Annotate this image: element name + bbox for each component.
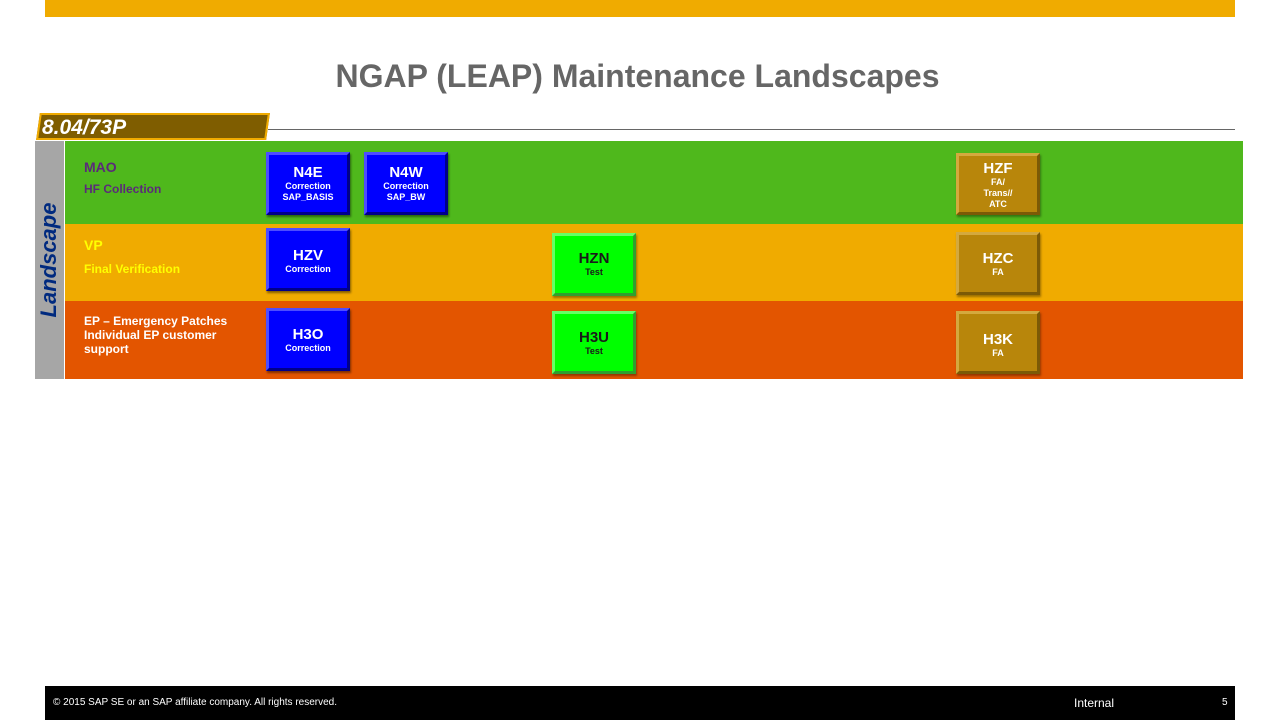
system-desc: ATC (989, 199, 1007, 209)
system-code: HZF (983, 160, 1013, 177)
system-desc: SAP_BASIS (282, 192, 334, 202)
landscape-side-strip (35, 141, 64, 379)
system-desc: SAP_BW (386, 192, 426, 202)
footer-bar: © 2015 SAP SE or an SAP affiliate compan… (45, 686, 1235, 720)
system-desc: FA (992, 348, 1004, 358)
system-code: H3O (292, 326, 324, 343)
system-code: HZC (982, 250, 1014, 267)
system-box-h3o: H3O Correction (266, 308, 350, 371)
system-box-n4e: N4E Correction SAP_BASIS (266, 152, 350, 215)
row-mao: MAO HF Collection (65, 141, 1243, 224)
footer-copyright: © 2015 SAP SE or an SAP affiliate compan… (53, 697, 338, 708)
row-mao-title: MAO (84, 159, 117, 175)
footer-classification: Internal (1074, 696, 1115, 710)
row-vp: VP Final Verification (65, 224, 1243, 301)
top-accent-bar (45, 0, 1235, 17)
system-desc: Trans// (983, 188, 1013, 198)
system-box-hzn: HZN Test (552, 233, 636, 296)
system-desc: Correction (285, 264, 331, 274)
system-desc: Test (585, 267, 603, 277)
system-box-h3u: H3U Test (552, 311, 636, 374)
system-code: N4E (293, 164, 323, 181)
row-ep-description: EP – Emergency Patches Individual EP cus… (84, 314, 228, 356)
system-desc: Test (585, 346, 603, 356)
row-vp-subtitle: Final Verification (84, 262, 181, 276)
system-box-hzv: HZV Correction (266, 228, 350, 291)
version-label: 8.04/73P (42, 116, 127, 139)
system-desc: FA/ (990, 177, 1005, 187)
system-code: H3K (982, 331, 1013, 348)
footer-page-number: 5 (1222, 697, 1228, 708)
system-desc: Correction (285, 181, 331, 191)
system-desc: Correction (285, 343, 331, 353)
landscape-label: Landscape (36, 202, 61, 318)
system-code: N4W (389, 164, 423, 181)
system-box-hzc: HZC FA (956, 232, 1040, 295)
system-desc: FA (992, 267, 1004, 277)
version-divider (268, 129, 1235, 130)
system-code: HZN (578, 250, 610, 267)
system-box-h3k: H3K FA (956, 311, 1040, 374)
row-mao-subtitle: HF Collection (84, 182, 162, 196)
system-desc: Correction (383, 181, 429, 191)
system-box-n4w: N4W Correction SAP_BW (364, 152, 448, 215)
slide-title: NGAP (LEAP) Maintenance Landscapes (335, 58, 940, 94)
system-code: HZV (293, 247, 323, 264)
system-code: H3U (578, 329, 609, 346)
row-ep: EP – Emergency Patches Individual EP cus… (65, 301, 1243, 379)
system-box-hzf: HZF FA/ Trans// ATC (956, 153, 1040, 215)
row-vp-title: VP (84, 237, 103, 253)
